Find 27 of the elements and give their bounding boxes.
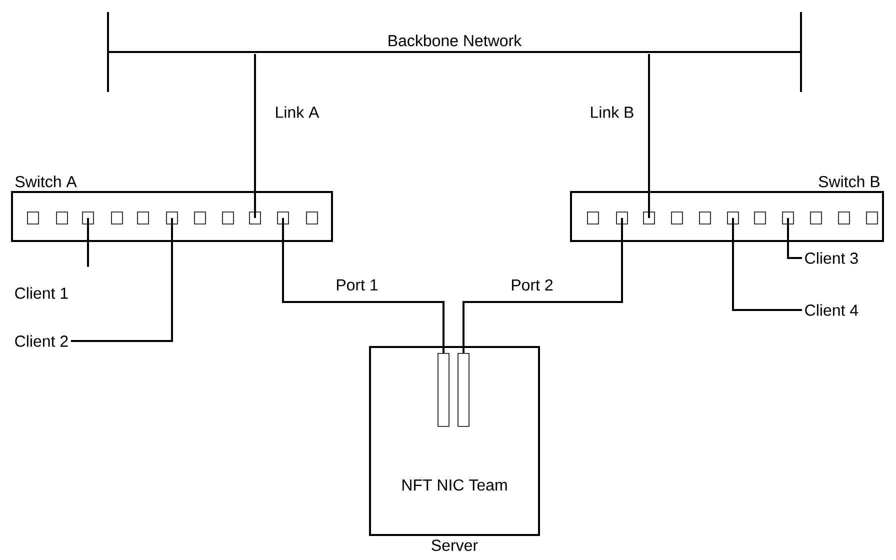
cable — [648, 54, 650, 218]
client-label: Client 2 — [15, 335, 68, 347]
nic-port — [458, 353, 470, 427]
client-label: Client 3 — [805, 252, 858, 264]
switch-drawing — [11, 176, 333, 242]
cable — [787, 218, 802, 259]
backbone-bus — [107, 12, 802, 92]
edge-label: Link B — [591, 106, 634, 118]
edge-label: Port 2 — [512, 279, 553, 291]
cable — [70, 218, 173, 342]
network-label: Backbone Network — [388, 34, 522, 46]
cable — [462, 218, 623, 353]
server-box — [369, 346, 540, 551]
switch-label: Switch B — [818, 176, 880, 188]
cable — [282, 218, 444, 353]
edge-label: Link A — [276, 106, 320, 118]
server-label: Server — [432, 540, 478, 551]
switch-label: Switch A — [15, 176, 77, 188]
cable — [254, 54, 256, 218]
edge-label: Port 1 — [336, 279, 378, 291]
client-label: Client 4 — [805, 304, 858, 316]
team-label: NFT NIC Team — [402, 479, 507, 491]
nic-port — [438, 353, 450, 427]
client-label: Client 1 — [15, 287, 68, 299]
cable — [87, 218, 89, 267]
cable — [732, 218, 802, 311]
switch-drawing — [570, 176, 884, 242]
